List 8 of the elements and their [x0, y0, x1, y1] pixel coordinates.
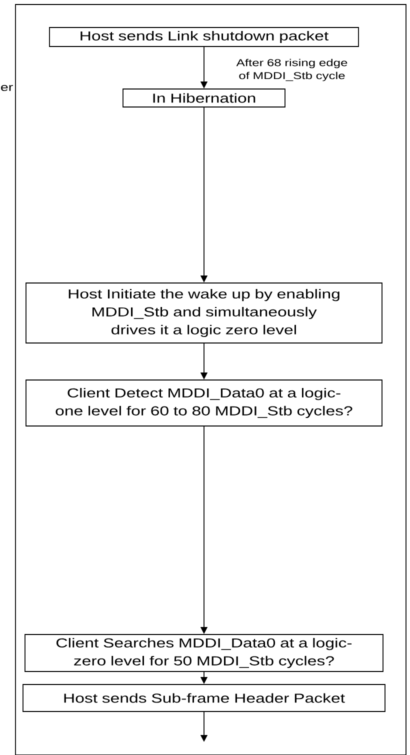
process-box: Host Initiate the wake up by enabling MDDI_Stb and simultaneously drives it a logic zero level	[26, 282, 382, 344]
label-fragment: er	[1, 85, 13, 91]
process-box: Host sends Sub-frame Header Packet	[22, 684, 386, 712]
process-box: Client Detect MDDI_Data0 at a logic-one level for 60 to 80 MDDI_Stb cycles?	[26, 380, 382, 426]
process-box: Client Searches MDDI_Data0 at a logic-zero level for 50 MDDI_Stb cycles?	[24, 634, 384, 672]
edge-label: After 68 rising edge of MDDI_Stb cycle	[236, 58, 348, 82]
process-box: Host sends Link shutdown packet	[49, 27, 359, 47]
process-box: In Hibernation	[122, 88, 286, 108]
